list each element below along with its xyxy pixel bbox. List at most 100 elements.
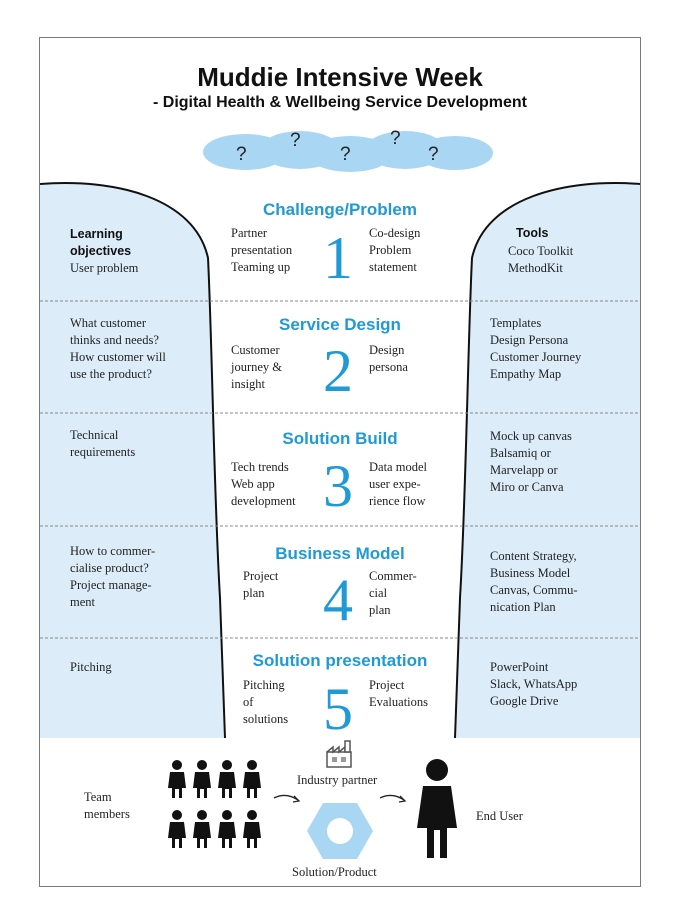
stage-2-title: Service Design [279,315,401,334]
page-subtitle: - Digital Health & Wellbeing Service Dev… [152,94,527,111]
objective-2-line-1: What customer [70,316,147,330]
team-members-label: Team members [84,789,130,823]
team-label-line-1: Team [84,790,112,804]
tools-5: PowerPoint Slack, WhatsApp Google Drive [490,659,577,710]
tools-heading: Tools [516,226,549,240]
stage-3-title: Solution Build [282,429,398,448]
stage-5-right: Project Evaluations [369,677,428,711]
tools-3-line-4: Miro or Canva [490,480,564,494]
stage-5-left-line-2: of [243,695,254,709]
stage-5-right-line-1: Project [369,678,405,692]
stage-3-right: Data model user expe- rience flow [369,459,427,510]
tools-5-line-2: Slack, WhatsApp [490,677,578,691]
objective-4-line-2: cialise product? [70,561,149,575]
stage-3-left-line-3: development [231,494,296,508]
stage-2-left: Customer journey & insight [231,342,282,393]
person-icon [243,810,261,848]
stage-2-right: Design persona [369,342,408,376]
person-icon [193,760,211,798]
hexagon-icon [307,803,373,859]
stage-3-left: Tech trends Web app development [231,459,296,510]
tools-2-line-2: Design Persona [490,333,569,347]
stage-4-right-line-1: Commer- [369,569,417,583]
stage-2-right-line-2: persona [369,360,408,374]
person-icon [243,760,261,798]
objective-2: What customer thinks and needs? How cust… [70,315,166,383]
tools-2-line-1: Templates [490,316,542,330]
tools-1-line-1: Coco Toolkit [508,244,574,258]
stage-1-left-line-3: Teaming up [231,260,291,274]
tools-2: Templates Design Persona Customer Journe… [490,315,581,383]
stage-4-right-line-3: plan [369,603,391,617]
learning-heading-line-2: objectives [70,244,132,258]
stage-1-number: 1 [323,225,353,291]
tools-4-line-2: Business Model [490,566,571,580]
stage-4-right-line-2: cial [369,586,388,600]
page-title: Muddie Intensive Week [197,62,483,92]
stage-1-right-line-2: Problem [369,243,412,257]
stage-5-left-line-1: Pitching [243,678,285,692]
stage-3-number: 3 [323,453,353,519]
stage-5-number: 5 [323,676,353,742]
objective-5-line: Pitching [70,660,112,674]
stage-4-left-line-2: plan [243,586,265,600]
thought-cloud [203,131,493,172]
learning-objectives-heading: Learning objectives [70,226,131,260]
end-user-label: End User [476,809,523,823]
objective-2-line-2: thinks and needs? [70,333,159,347]
stage-5-right-line-2: Evaluations [369,695,429,709]
stage-1-right-line-1: Co-design [369,226,421,240]
solution-product-label: Solution/Product [292,865,377,879]
tools-4-line-4: nication Plan [490,600,556,614]
factory-icon [326,740,352,768]
tools-3-line-2: Balsamiq or [490,446,551,460]
tools-5-line-1: PowerPoint [490,660,549,674]
tools-1: Coco Toolkit MethodKit [508,243,573,277]
objective-2-line-3: How customer will [70,350,166,364]
stage-4-left-line-1: Project [243,569,279,583]
objective-4-line-3: Project manage- [70,578,152,592]
tools-4-line-1: Content Strategy, [490,549,577,563]
objective-5: Pitching [70,659,112,676]
stage-3-right-line-2: user expe- [369,477,421,491]
tools-4-line-3: Canvas, Commu- [490,583,578,597]
tools-3-line-1: Mock up canvas [490,429,572,443]
objective-2-line-4: use the product? [70,367,152,381]
stage-2-left-line-1: Customer [231,343,280,357]
stage-4-title: Business Model [275,544,405,563]
stage-1-right-line-3: statement [369,260,417,274]
person-icon [193,810,211,848]
tools-2-line-4: Empathy Map [490,367,562,381]
stage-3-left-line-1: Tech trends [231,460,289,474]
team-members-icon [168,760,261,848]
objective-4: How to commer- cialise product? Project … [70,543,155,611]
tools-3: Mock up canvas Balsamiq or Marvelapp or … [490,428,572,496]
stage-3-left-line-2: Web app [231,477,275,491]
team-label-line-2: members [84,807,130,821]
stage-4-number: 4 [323,567,353,633]
tools-4: Content Strategy, Business Model Canvas,… [490,548,578,616]
objective-3-line-2: requirements [70,445,136,459]
stage-1-left-line-1: Partner [231,226,268,240]
tools-3-line-3: Marvelapp or [490,463,558,477]
industry-partner-label: Industry partner [297,773,378,787]
learning-heading-line-1: Learning [70,227,123,241]
stage-1-left-line-2: presentation [231,243,293,257]
stage-1-title: Challenge/Problem [263,200,417,219]
person-icon [218,810,236,848]
objective-4-line-4: ment [70,595,95,609]
stage-4-right: Commer- cial plan [369,568,417,619]
stage-2-left-line-2: journey & [231,360,283,374]
objective-1-line: User problem [70,261,139,275]
question-mark-4: ? [390,128,401,149]
person-icon [168,760,186,798]
question-mark-3: ? [340,144,351,165]
infographic-frame: Muddie Intensive Week - Digital Health &… [39,37,641,887]
stage-5-left-line-3: solutions [243,712,289,726]
stage-2-left-line-3: insight [231,377,266,391]
arrow-to-product-icon [273,794,301,803]
tools-1-line-2: MethodKit [508,261,563,275]
tools-5-line-3: Google Drive [490,694,559,708]
stage-1-left: Partner presentation Teaming up [231,225,292,276]
objective-3-line-1: Technical [70,428,119,442]
